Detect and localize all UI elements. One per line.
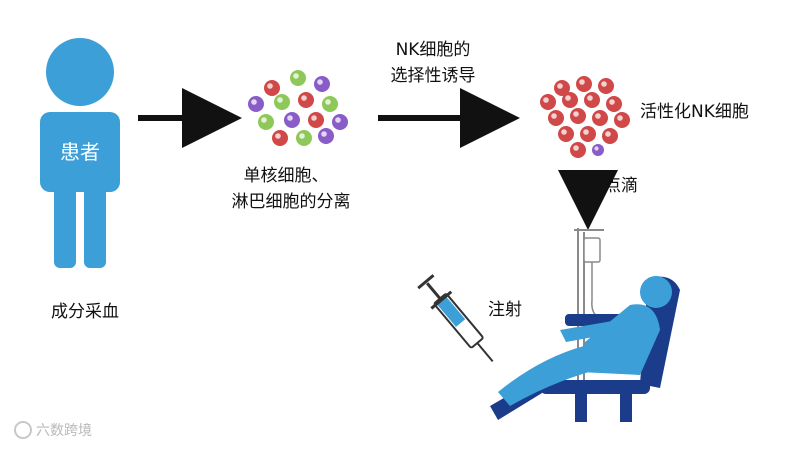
nk-cell-highlight	[573, 111, 579, 117]
nk-cell-highlight	[594, 146, 599, 151]
mixed-cell	[332, 114, 348, 130]
activated-nk-cells-cluster	[540, 76, 630, 158]
mixed-cell	[314, 76, 330, 92]
iv-stand	[574, 228, 611, 398]
nk-cell	[570, 142, 586, 158]
mixed-cell	[318, 128, 334, 144]
nk-cell	[598, 78, 614, 94]
nk-cell-highlight	[595, 113, 601, 119]
mixed-cell-highlight	[261, 117, 267, 123]
patient-in-chair	[490, 276, 680, 422]
watermark-logo-icon	[14, 421, 32, 439]
separation-label-line1: 单核细胞、	[243, 166, 329, 186]
patient-label: 患者	[60, 140, 100, 164]
nk-cell	[602, 128, 618, 144]
nk-cell	[570, 108, 586, 124]
nk-cell-highlight	[551, 113, 557, 119]
mixed-cells-cluster	[248, 70, 348, 146]
nk-cell	[562, 92, 578, 108]
mixed-cell-highlight	[321, 131, 327, 137]
nk-cell-highlight	[573, 145, 579, 151]
nk-cell	[580, 126, 596, 142]
nk-cell	[558, 126, 574, 142]
nk-cell-highlight	[601, 81, 607, 87]
patient-figure	[40, 38, 120, 268]
nk-cell-highlight	[617, 115, 623, 121]
mixed-cell-highlight	[267, 83, 273, 89]
mixed-cell-highlight	[251, 99, 257, 105]
nk-cell	[592, 110, 608, 126]
nk-cell	[540, 94, 556, 110]
apheresis-label: 成分采血	[51, 302, 119, 322]
induction-label-line2: 选择性诱导	[390, 66, 476, 86]
mixed-cell-highlight	[301, 95, 307, 101]
mixed-cell-highlight	[293, 73, 299, 79]
mixed-cell	[290, 70, 306, 86]
watermark: 六数跨境	[14, 420, 92, 440]
mixed-cell	[284, 112, 300, 128]
mixed-cell	[322, 96, 338, 112]
mixed-cell-highlight	[335, 117, 341, 123]
mixed-cell	[248, 96, 264, 112]
nk-cell	[554, 80, 570, 96]
mixed-cell-highlight	[317, 79, 323, 85]
nk-cell-highlight	[565, 95, 571, 101]
nk-cell-highlight	[579, 79, 585, 85]
nk-cell-highlight	[609, 99, 615, 105]
nk-cell-highlight	[557, 83, 563, 89]
nk-cell	[614, 112, 630, 128]
mixed-cell-highlight	[299, 133, 305, 139]
nk-cell-highlight	[605, 131, 611, 137]
induction-label-line1: NK细胞的	[395, 40, 471, 60]
mixed-cell	[308, 112, 324, 128]
activated-nk-label: 活性化NK细胞	[640, 102, 749, 122]
syringe-icon	[417, 274, 494, 363]
nk-cell	[606, 96, 622, 112]
nk-cell	[584, 92, 600, 108]
mixed-cell-highlight	[287, 115, 293, 121]
mixed-cell	[272, 130, 288, 146]
mixed-cell	[258, 114, 274, 130]
mixed-cell-highlight	[275, 133, 281, 139]
nk-cell	[548, 110, 564, 126]
nk-cell-highlight	[583, 129, 589, 135]
mixed-cell-highlight	[325, 99, 331, 105]
mixed-cell	[274, 94, 290, 110]
mixed-cell	[264, 80, 280, 96]
nk-cell-highlight	[543, 97, 549, 103]
nk-cell-highlight	[561, 129, 567, 135]
separation-label-line2: 淋巴细胞的分离	[231, 192, 351, 212]
nk-cell-highlight	[587, 95, 593, 101]
nk-cell	[592, 144, 604, 156]
infusion-label: 点滴	[604, 176, 638, 196]
mixed-cell	[298, 92, 314, 108]
mixed-cell-highlight	[311, 115, 317, 121]
mixed-cell-highlight	[277, 97, 283, 103]
watermark-text: 六数跨境	[36, 423, 92, 439]
nk-cell	[576, 76, 592, 92]
injection-label: 注射	[488, 300, 522, 320]
mixed-cell	[296, 130, 312, 146]
